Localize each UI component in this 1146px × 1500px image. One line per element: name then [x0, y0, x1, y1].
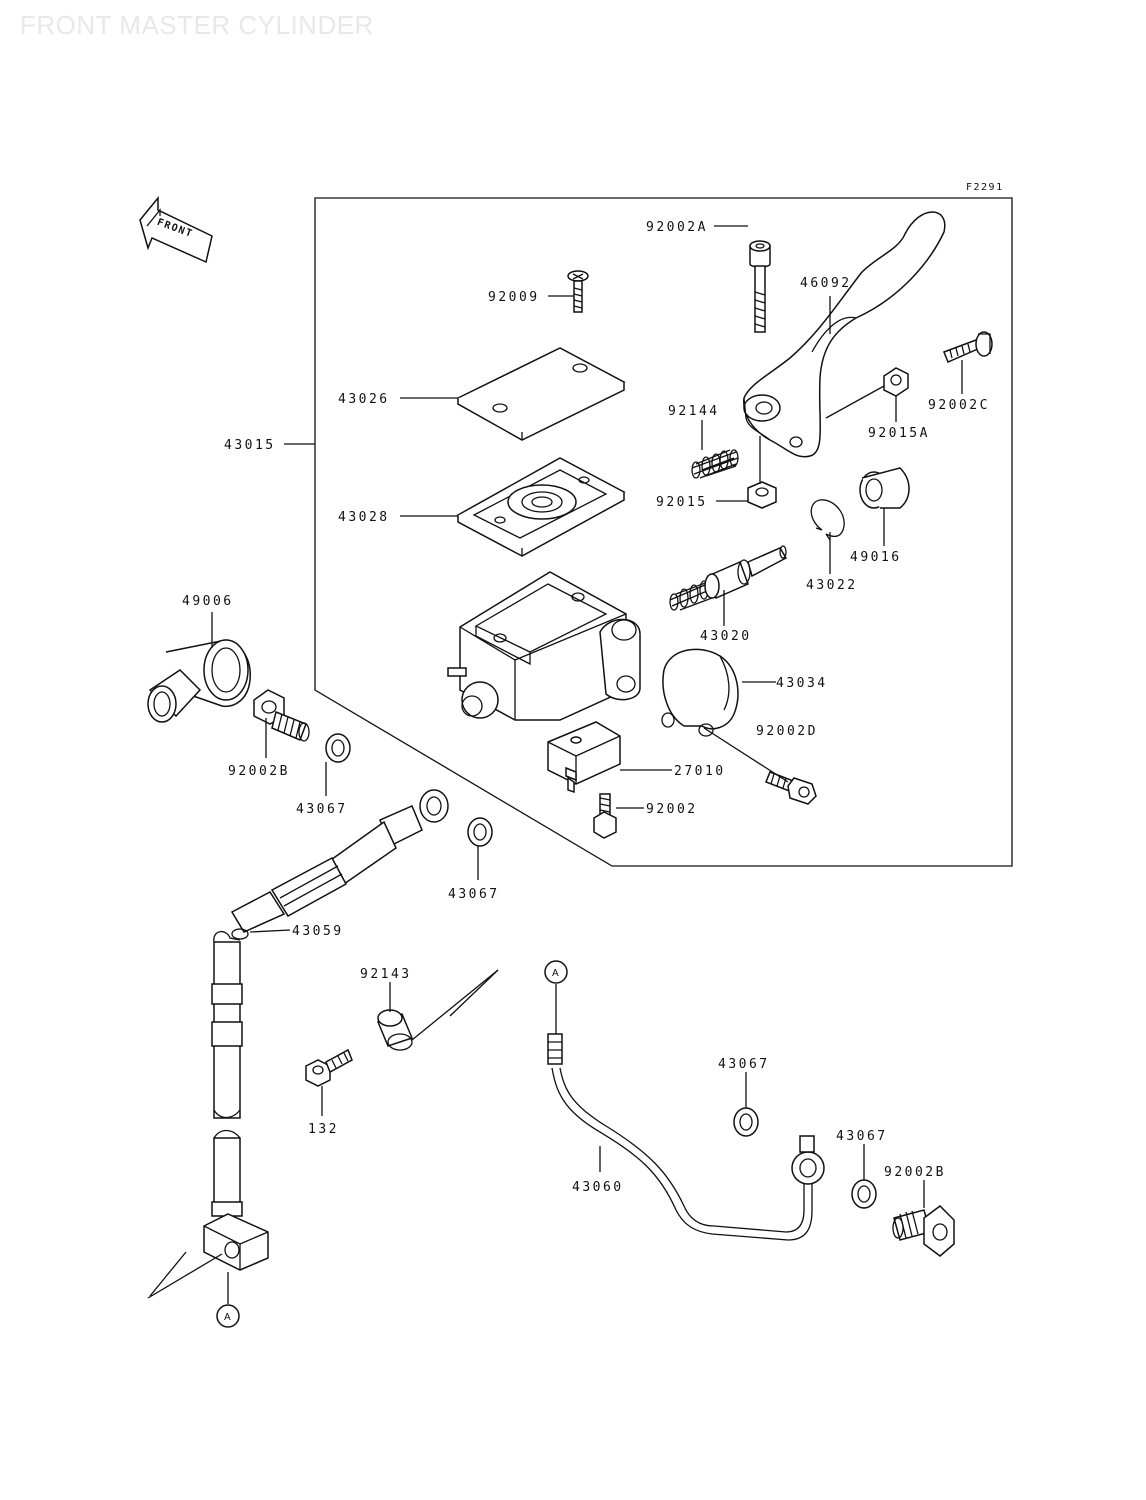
assembly-box: [314, 197, 1013, 867]
callout-132: 132: [308, 1122, 339, 1137]
callout-43028: 43028: [338, 510, 390, 525]
screw-92009-part: [567, 270, 589, 313]
callout-27010: 27010: [674, 764, 726, 779]
front-arrow-icon: FRONT: [139, 195, 213, 264]
callout-92002A: 92002A: [646, 220, 708, 235]
callout-92143: 92143: [360, 967, 412, 982]
washer-43067-d-part: [851, 1179, 877, 1209]
callout-92002D: 92002D: [756, 724, 818, 739]
leader-lines: [147, 225, 963, 1304]
bolt-92002C-part: [943, 331, 993, 363]
callout-49016: 49016: [850, 550, 902, 565]
callout-92144: 92144: [668, 404, 720, 419]
callout-46092: 46092: [800, 276, 852, 291]
reservoir-cap-43026-part: [456, 347, 626, 441]
callout-43015: 43015: [224, 438, 276, 453]
boot-49006-part: [147, 639, 251, 723]
callout-92015A: 92015A: [868, 426, 930, 441]
washer-43067-a-part: [325, 733, 351, 763]
bolt-92002A-part: [749, 240, 771, 333]
page-title: FRONT MASTER CYLINDER: [20, 10, 374, 40]
nut-92015-part: [747, 481, 777, 509]
collar-92143-part: [376, 1009, 414, 1051]
reference-circle-a-bottom: A: [216, 1304, 240, 1328]
boot-49016-part: [859, 467, 910, 509]
switch-27010-part: [547, 721, 621, 794]
piston-43020-part: [669, 545, 788, 611]
bolt-92002D-part: [765, 771, 817, 805]
callout-43067-c: 43067: [718, 1057, 770, 1072]
figure-code: F2291: [966, 182, 1004, 193]
callout-43026: 43026: [338, 392, 390, 407]
reference-a-bottom-label: A: [224, 1312, 231, 1323]
clamp-43034-part: [661, 648, 739, 737]
washer-43067-b-part: [467, 817, 493, 847]
reference-circle-a-top: A: [544, 960, 568, 984]
callout-92009: 92009: [488, 290, 540, 305]
callout-43060: 43060: [572, 1180, 624, 1195]
callout-43020: 43020: [700, 629, 752, 644]
callout-92002B-top: 92002B: [228, 764, 290, 779]
brake-pipe-43060-part: [547, 1033, 825, 1241]
master-cylinder-body-part: [447, 571, 641, 721]
snap-ring-43022-part: [810, 499, 845, 541]
callout-92015: 92015: [656, 495, 708, 510]
diaphragm-plate-43028-part: [456, 457, 626, 557]
callout-43034: 43034: [776, 676, 828, 691]
bolt-132-part: [305, 1048, 353, 1087]
reference-a-top-label: A: [552, 968, 559, 979]
washer-43067-c-part: [733, 1107, 759, 1137]
bolt-92002-part: [593, 793, 617, 839]
spring-92144-part: [691, 449, 739, 479]
brake-hose-43059-part: [203, 789, 449, 1271]
callout-43059: 43059: [292, 924, 344, 939]
callout-43022: 43022: [806, 578, 858, 593]
callout-43067-d: 43067: [836, 1129, 888, 1144]
callout-43067-b: 43067: [448, 887, 500, 902]
nut-92015A-part: [883, 367, 909, 397]
callout-92002: 92002: [646, 802, 698, 817]
callout-92002B-bottom: 92002B: [884, 1165, 946, 1180]
callout-49006: 49006: [182, 594, 234, 609]
banjo-bolt-92002B-bottom-part: [892, 1205, 955, 1257]
callout-92002C: 92002C: [928, 398, 990, 413]
brake-lever-46092-part: [743, 211, 946, 458]
callout-43067-a: 43067: [296, 802, 348, 817]
banjo-bolt-92002B-top-part: [253, 689, 310, 742]
